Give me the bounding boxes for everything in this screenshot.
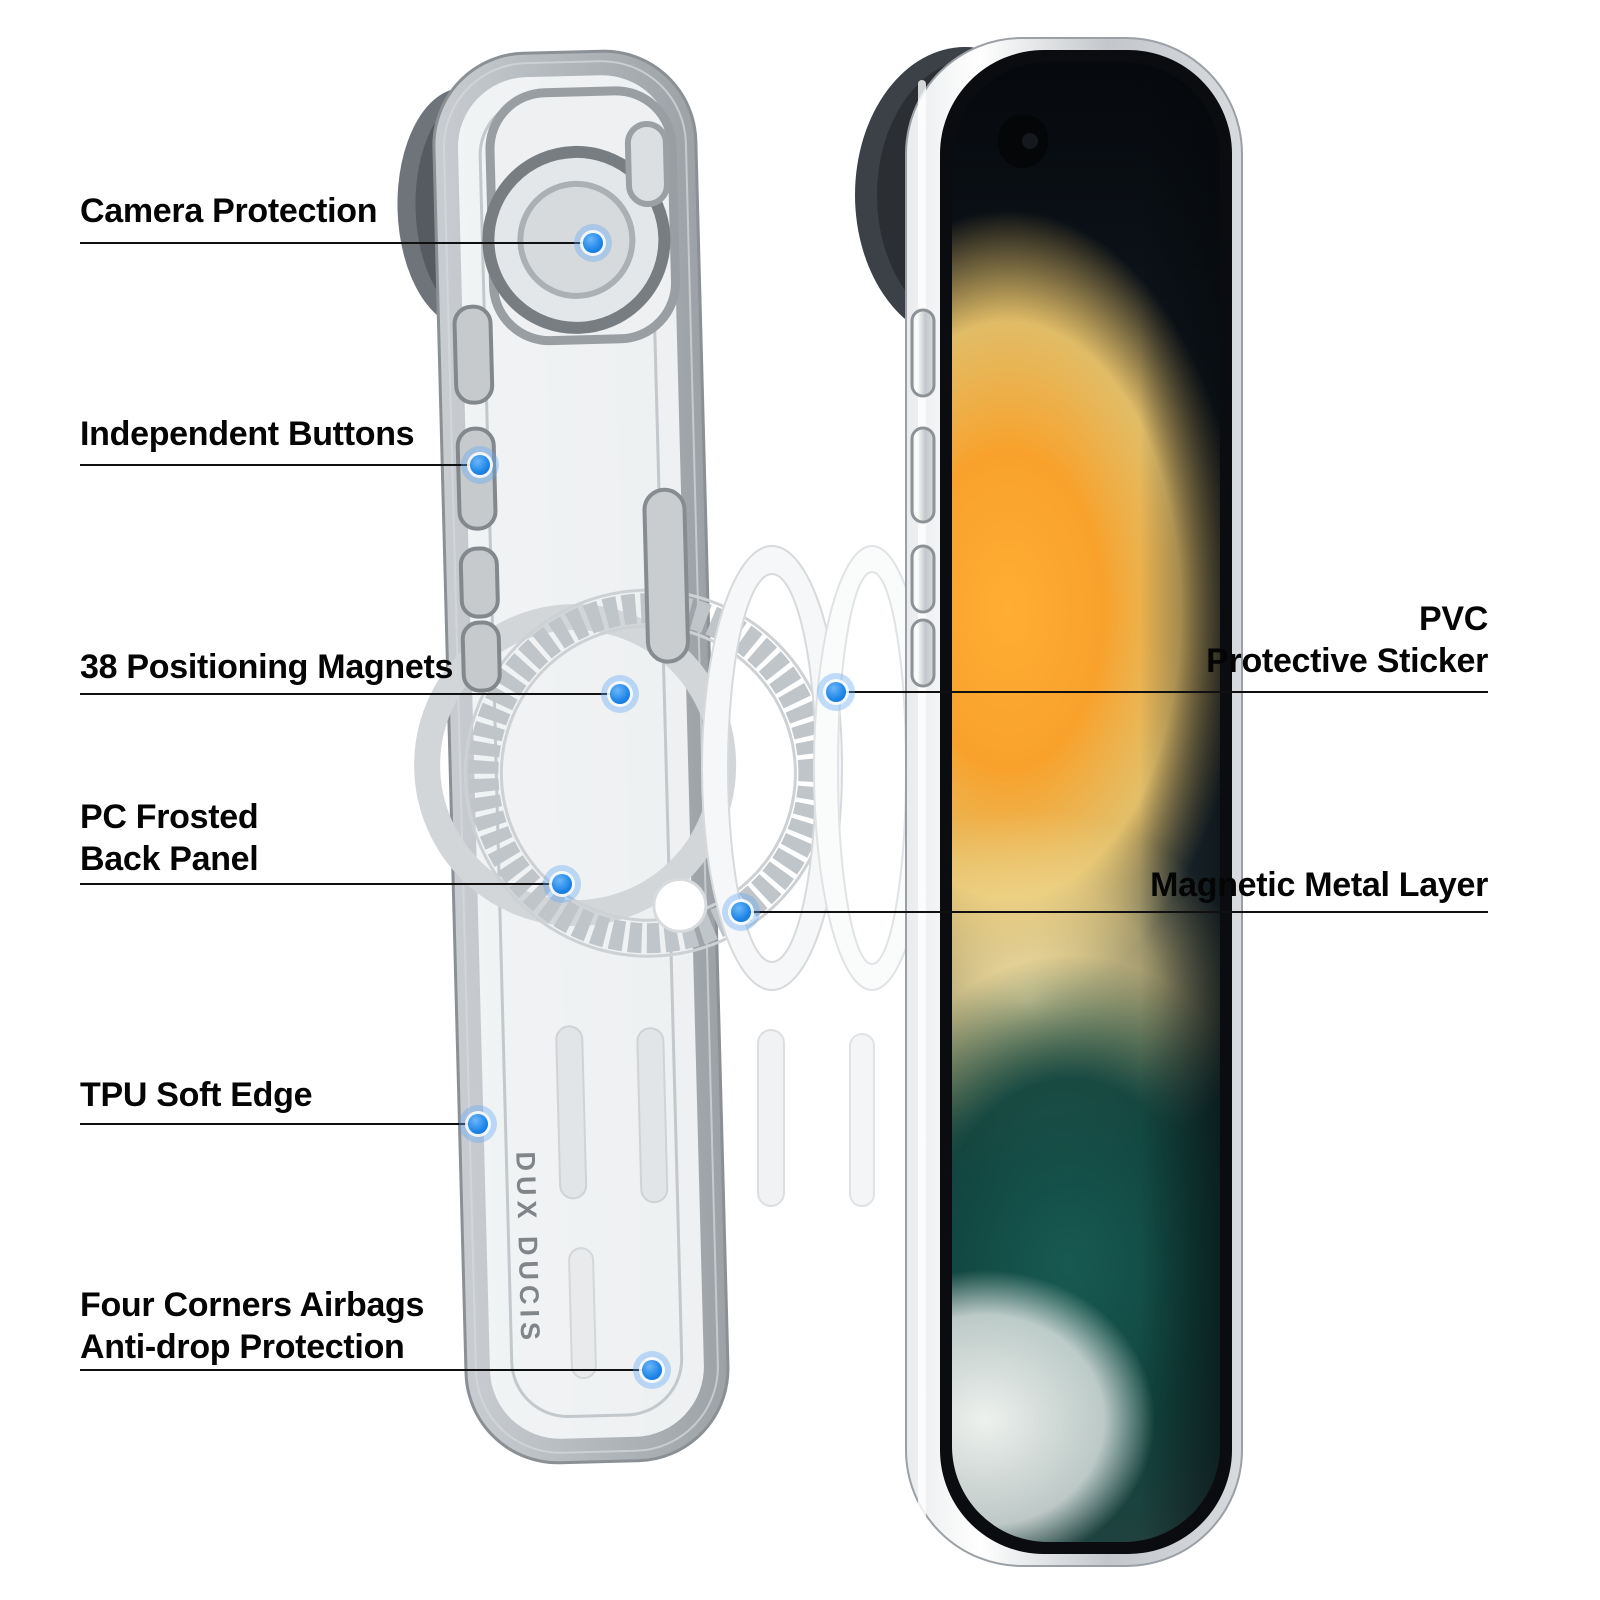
case-button-action <box>452 304 495 405</box>
callout-magnetic-metal-layer-dot <box>731 902 751 922</box>
case-button-volume-down-1 <box>458 546 500 619</box>
callout-pvc-protective-sticker-label: PVC Protective Sticker <box>1206 600 1488 680</box>
callout-magnetic-metal-layer: Magnetic Metal Layer <box>1150 864 1488 906</box>
phone-button-volume-down-1 <box>910 544 936 614</box>
front-camera-dot <box>1022 133 1038 149</box>
callout-four-corners-airbags-dot <box>642 1360 662 1380</box>
magsafe-ring-inner-edge <box>499 624 797 922</box>
camera-flash-cutout <box>624 121 670 208</box>
callout-pvc-protective-sticker-line <box>836 691 1488 693</box>
case-antenna-slot-1 <box>555 1025 588 1200</box>
callout-pvc-protective-sticker: PVC Protective Sticker <box>1206 598 1488 682</box>
callout-pc-frosted-back-panel: PC Frosted Back Panel <box>80 796 259 880</box>
callout-tpu-soft-edge-dot <box>468 1114 488 1134</box>
callout-four-corners-airbags-label: Four Corners Airbags Anti-drop Protectio… <box>80 1286 425 1366</box>
callout-four-corners-airbags: Four Corners Airbags Anti-drop Protectio… <box>80 1284 424 1368</box>
callout-magnetic-metal-layer-label: Magnetic Metal Layer <box>1150 866 1488 904</box>
callout-camera-protection-dot <box>583 233 603 253</box>
phone-frame-highlight <box>918 80 926 1524</box>
phone-case: DUX DUCIS <box>397 49 833 1465</box>
callout-camera-protection-label: Camera Protection <box>80 192 378 230</box>
callout-independent-buttons-dot <box>470 455 490 475</box>
brand-text: DUX DUCIS <box>510 1151 545 1345</box>
callout-positioning-magnets-line <box>80 693 620 695</box>
pvc-sticker-tab <box>849 1033 875 1207</box>
callout-pc-frosted-back-panel-label: PC Frosted Back Panel <box>80 798 259 878</box>
callout-pc-frosted-back-panel-line <box>80 883 562 885</box>
callout-four-corners-airbags-line <box>80 1369 652 1371</box>
callout-pvc-protective-sticker-dot <box>826 682 846 702</box>
phone <box>855 37 1243 1567</box>
phone-button-volume-up <box>910 426 936 524</box>
callout-tpu-soft-edge: TPU Soft Edge <box>80 1074 313 1116</box>
callout-pc-frosted-back-panel-dot <box>552 874 572 894</box>
magsafe-alignment-hole <box>652 877 708 933</box>
phone-screen <box>952 62 1220 1542</box>
callout-independent-buttons-line <box>80 464 480 466</box>
magnetic-layers <box>701 545 932 1207</box>
callout-tpu-soft-edge-line <box>80 1123 478 1125</box>
callout-tpu-soft-edge-label: TPU Soft Edge <box>80 1076 313 1114</box>
camera-lens-inner <box>517 180 636 299</box>
metal-layer-tab <box>757 1029 785 1207</box>
callout-camera-protection-line <box>80 242 593 244</box>
phone-button-volume-down-2 <box>910 618 936 688</box>
callout-positioning-magnets-dot <box>610 684 630 704</box>
case-button-power <box>642 487 690 664</box>
callout-camera-protection: Camera Protection <box>80 190 378 232</box>
case-antenna-slot-3 <box>568 1247 597 1380</box>
case-button-volume-down-2 <box>460 620 502 693</box>
callout-independent-buttons: Independent Buttons <box>80 413 415 455</box>
callout-positioning-magnets-label: 38 Positioning Magnets <box>80 648 454 686</box>
case-button-volume-up <box>455 426 498 531</box>
callout-positioning-magnets: 38 Positioning Magnets <box>80 646 453 688</box>
callout-magnetic-metal-layer-line <box>741 911 1488 913</box>
case-antenna-slot-2 <box>636 1027 669 1204</box>
callout-independent-buttons-label: Independent Buttons <box>80 415 415 453</box>
phone-button-action <box>910 308 936 398</box>
